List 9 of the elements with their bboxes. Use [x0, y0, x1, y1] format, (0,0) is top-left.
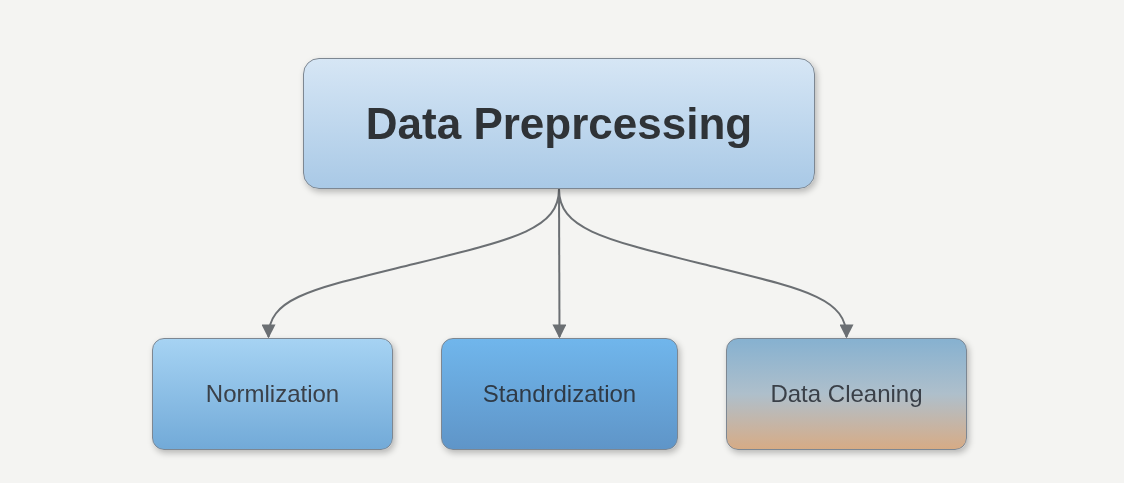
process-box — [441, 338, 678, 450]
process-box — [726, 338, 967, 450]
box-label: Normlization — [205, 379, 340, 409]
box-label: Data Cleaning — [770, 379, 923, 409]
process-box — [303, 58, 815, 189]
process-box — [152, 338, 393, 450]
arrow — [558, 188, 853, 339]
box-label: Standrdization — [482, 379, 637, 409]
box-label: Data Preprcessing — [365, 98, 753, 150]
